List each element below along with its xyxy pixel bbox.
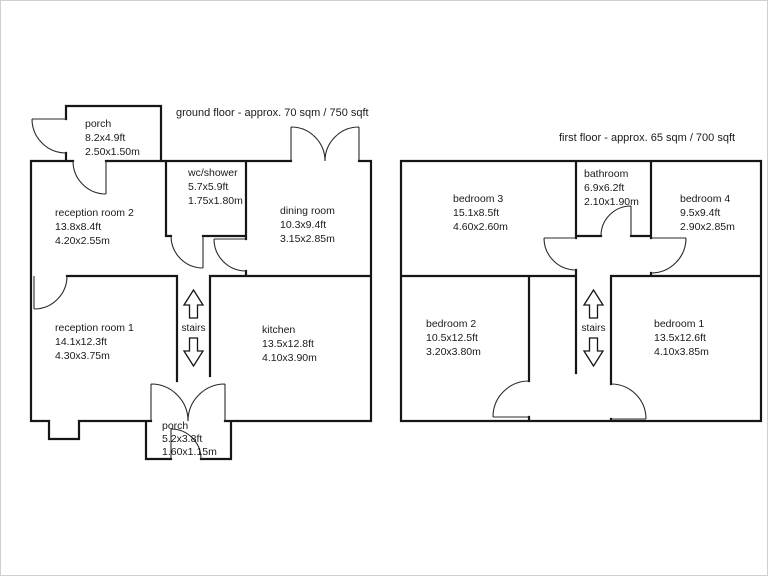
room-label-wc-shower: wc/shower 5.7x5.9ft 1.75x1.80m: [188, 166, 243, 208]
room-name: bedroom 2: [426, 318, 477, 330]
stairs-up-arrow-icon: [582, 288, 605, 319]
room-size-ft: 15.1x8.5ft: [453, 207, 500, 219]
room-label-bedroom-3: bedroom 3 15.1x8.5ft 4.60x2.60m: [453, 192, 508, 234]
room-size-m: 3.20x3.80m: [426, 346, 481, 358]
room-size-ft: 8.2x4.9ft: [85, 132, 126, 144]
stairs-down-arrow-icon: [582, 337, 605, 368]
room-size-m: 2.50x1.50m: [85, 146, 140, 158]
room-size-m: 1.60x1.15m: [162, 446, 217, 458]
room-size-ft: 10.5x12.5ft: [426, 332, 478, 344]
room-size-m: 4.10x3.85m: [654, 346, 709, 358]
room-size-ft: 5.7x5.9ft: [188, 181, 229, 193]
room-name: reception room 2: [55, 207, 134, 219]
room-label-porch-bottom: porch 5.2x3.8ft 1.60x1.15m: [162, 420, 217, 459]
room-size-m: 2.10x1.90m: [584, 196, 639, 208]
room-name: porch: [162, 420, 189, 432]
room-size-m: 3.15x2.85m: [280, 233, 335, 245]
room-name: bathroom: [584, 168, 629, 180]
room-size-ft: 9.5x9.4ft: [680, 207, 721, 219]
room-name: bedroom 1: [654, 318, 705, 330]
stairs-down-arrow-icon: [182, 337, 205, 368]
room-label-bedroom-1: bedroom 1 13.5x12.6ft 4.10x3.85m: [654, 317, 709, 359]
room-label-reception-room-2: reception room 2 13.8x8.4ft 4.20x2.55m: [55, 206, 134, 248]
room-label-bathroom: bathroom 6.9x6.2ft 2.10x1.90m: [584, 167, 639, 209]
room-size-m: 4.10x3.90m: [262, 352, 317, 364]
first-floor-doors: [492, 205, 687, 420]
stairs-up-arrow-icon: [182, 288, 205, 319]
room-label-dining-room: dining room 10.3x9.4ft 3.15x2.85m: [280, 204, 335, 246]
room-size-m: 2.90x2.85m: [680, 221, 735, 233]
ground-floor-title: ground floor - approx. 70 sqm / 750 sqft: [176, 107, 369, 119]
room-name: dining room: [280, 205, 335, 217]
room-size-ft: 13.5x12.8ft: [262, 338, 314, 350]
room-name: bedroom 4: [680, 193, 731, 205]
room-size-ft: 14.1x12.3ft: [55, 336, 107, 348]
room-size-ft: 13.8x8.4ft: [55, 221, 102, 233]
first-floor-stairs-label: stairs: [581, 323, 606, 334]
ground-floor-walls: [29, 104, 373, 461]
ground-floor-stairs-label: stairs: [181, 323, 206, 334]
room-name: reception room 1: [55, 322, 134, 334]
room-name: kitchen: [262, 324, 296, 336]
room-size-m: 1.75x1.80m: [188, 195, 243, 207]
room-size-ft: 5.2x3.8ft: [162, 433, 203, 445]
room-label-bedroom-4: bedroom 4 9.5x9.4ft 2.90x2.85m: [680, 192, 735, 234]
room-label-reception-room-1: reception room 1 14.1x12.3ft 4.30x3.75m: [55, 321, 134, 363]
room-name: wc/shower: [188, 167, 238, 179]
first-floor-walls: [399, 159, 763, 423]
room-label-kitchen: kitchen 13.5x12.8ft 4.10x3.90m: [262, 323, 317, 365]
room-size-m: 4.20x2.55m: [55, 235, 110, 247]
ground-floor-doors: [31, 118, 360, 460]
room-name: porch: [85, 118, 112, 130]
room-size-ft: 6.9x6.2ft: [584, 182, 625, 194]
room-label-porch-top: porch 8.2x4.9ft 2.50x1.50m: [85, 117, 140, 159]
room-size-ft: 10.3x9.4ft: [280, 219, 327, 231]
room-size-ft: 13.5x12.6ft: [654, 332, 706, 344]
room-size-m: 4.60x2.60m: [453, 221, 508, 233]
room-size-m: 4.30x3.75m: [55, 350, 110, 362]
room-label-bedroom-2: bedroom 2 10.5x12.5ft 3.20x3.80m: [426, 317, 481, 359]
room-name: bedroom 3: [453, 193, 504, 205]
first-floor-title: first floor - approx. 65 sqm / 700 sqft: [559, 132, 736, 144]
